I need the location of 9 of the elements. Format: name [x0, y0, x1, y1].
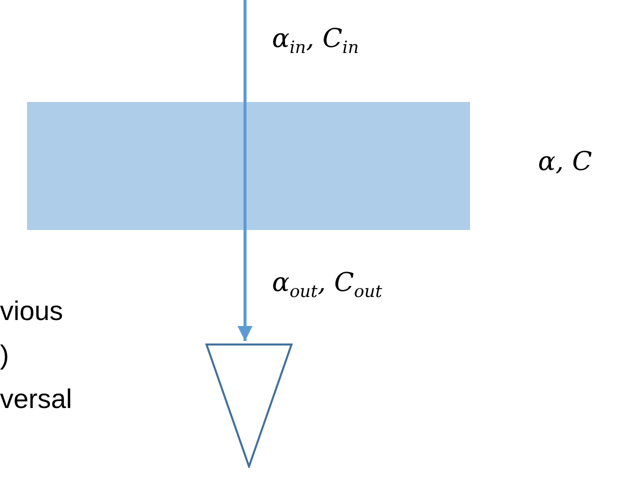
symbol-label: α, C — [538, 147, 592, 177]
text-line: vious — [0, 296, 64, 327]
symbol-label: α$_{out}$, C$_{out}$ — [272, 268, 382, 302]
text-line: versal — [0, 384, 72, 415]
slab-box — [27, 102, 470, 230]
arrow — [238, 0, 252, 341]
text-line: ) — [0, 340, 9, 371]
triangle-shape — [205, 343, 293, 468]
symbol-label: α$_{in}$, C$_{in}$ — [272, 24, 359, 58]
